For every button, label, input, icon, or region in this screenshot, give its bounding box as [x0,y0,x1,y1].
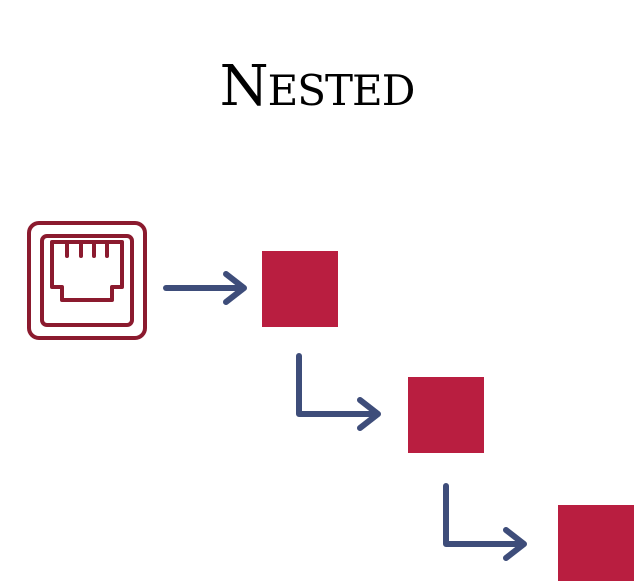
box-level-2 [408,377,484,453]
title-initial: N [219,54,269,119]
box-level-3 [558,505,634,581]
box-level-1 [262,251,338,327]
port-socket-shape [50,240,124,302]
elbow-arrow-2 [296,353,381,431]
page-title: NESTED [0,52,634,126]
port-inner-frame [40,234,134,327]
arrow-right-1 [163,271,247,305]
ethernet-port-icon [27,221,147,340]
elbow-arrow-3 [443,483,527,561]
title-rest: ESTED [267,66,416,115]
port-outer-frame [27,221,147,340]
